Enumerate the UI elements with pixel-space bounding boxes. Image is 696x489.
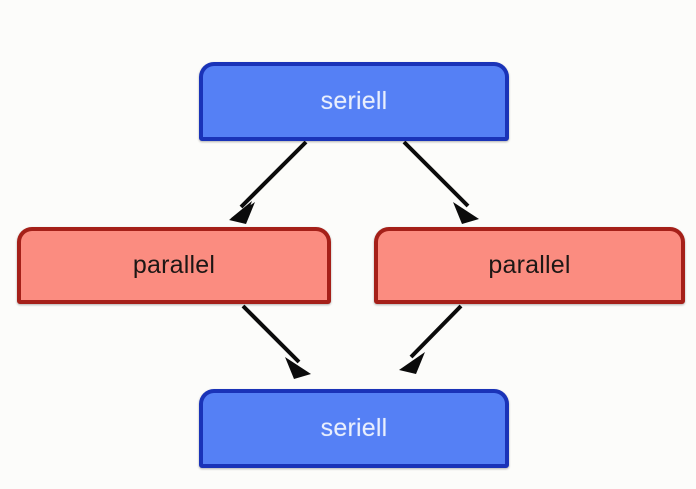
node-seriell-bottom[interactable]: seriell (199, 389, 509, 468)
node-seriell-top[interactable]: seriell (199, 62, 509, 141)
node-label: seriell (320, 87, 388, 115)
node-label: parallel (132, 251, 216, 279)
edge-left-to-bottom (241, 304, 311, 379)
node-label: parallel (488, 251, 571, 279)
node-label: seriell (320, 414, 388, 442)
edge-top-to-left (229, 140, 308, 224)
edge-right-to-bottom (399, 304, 463, 374)
edge-top-to-right (402, 140, 479, 224)
node-parallel-left[interactable]: parallel (17, 227, 331, 304)
node-parallel-right[interactable]: parallel (374, 227, 685, 304)
